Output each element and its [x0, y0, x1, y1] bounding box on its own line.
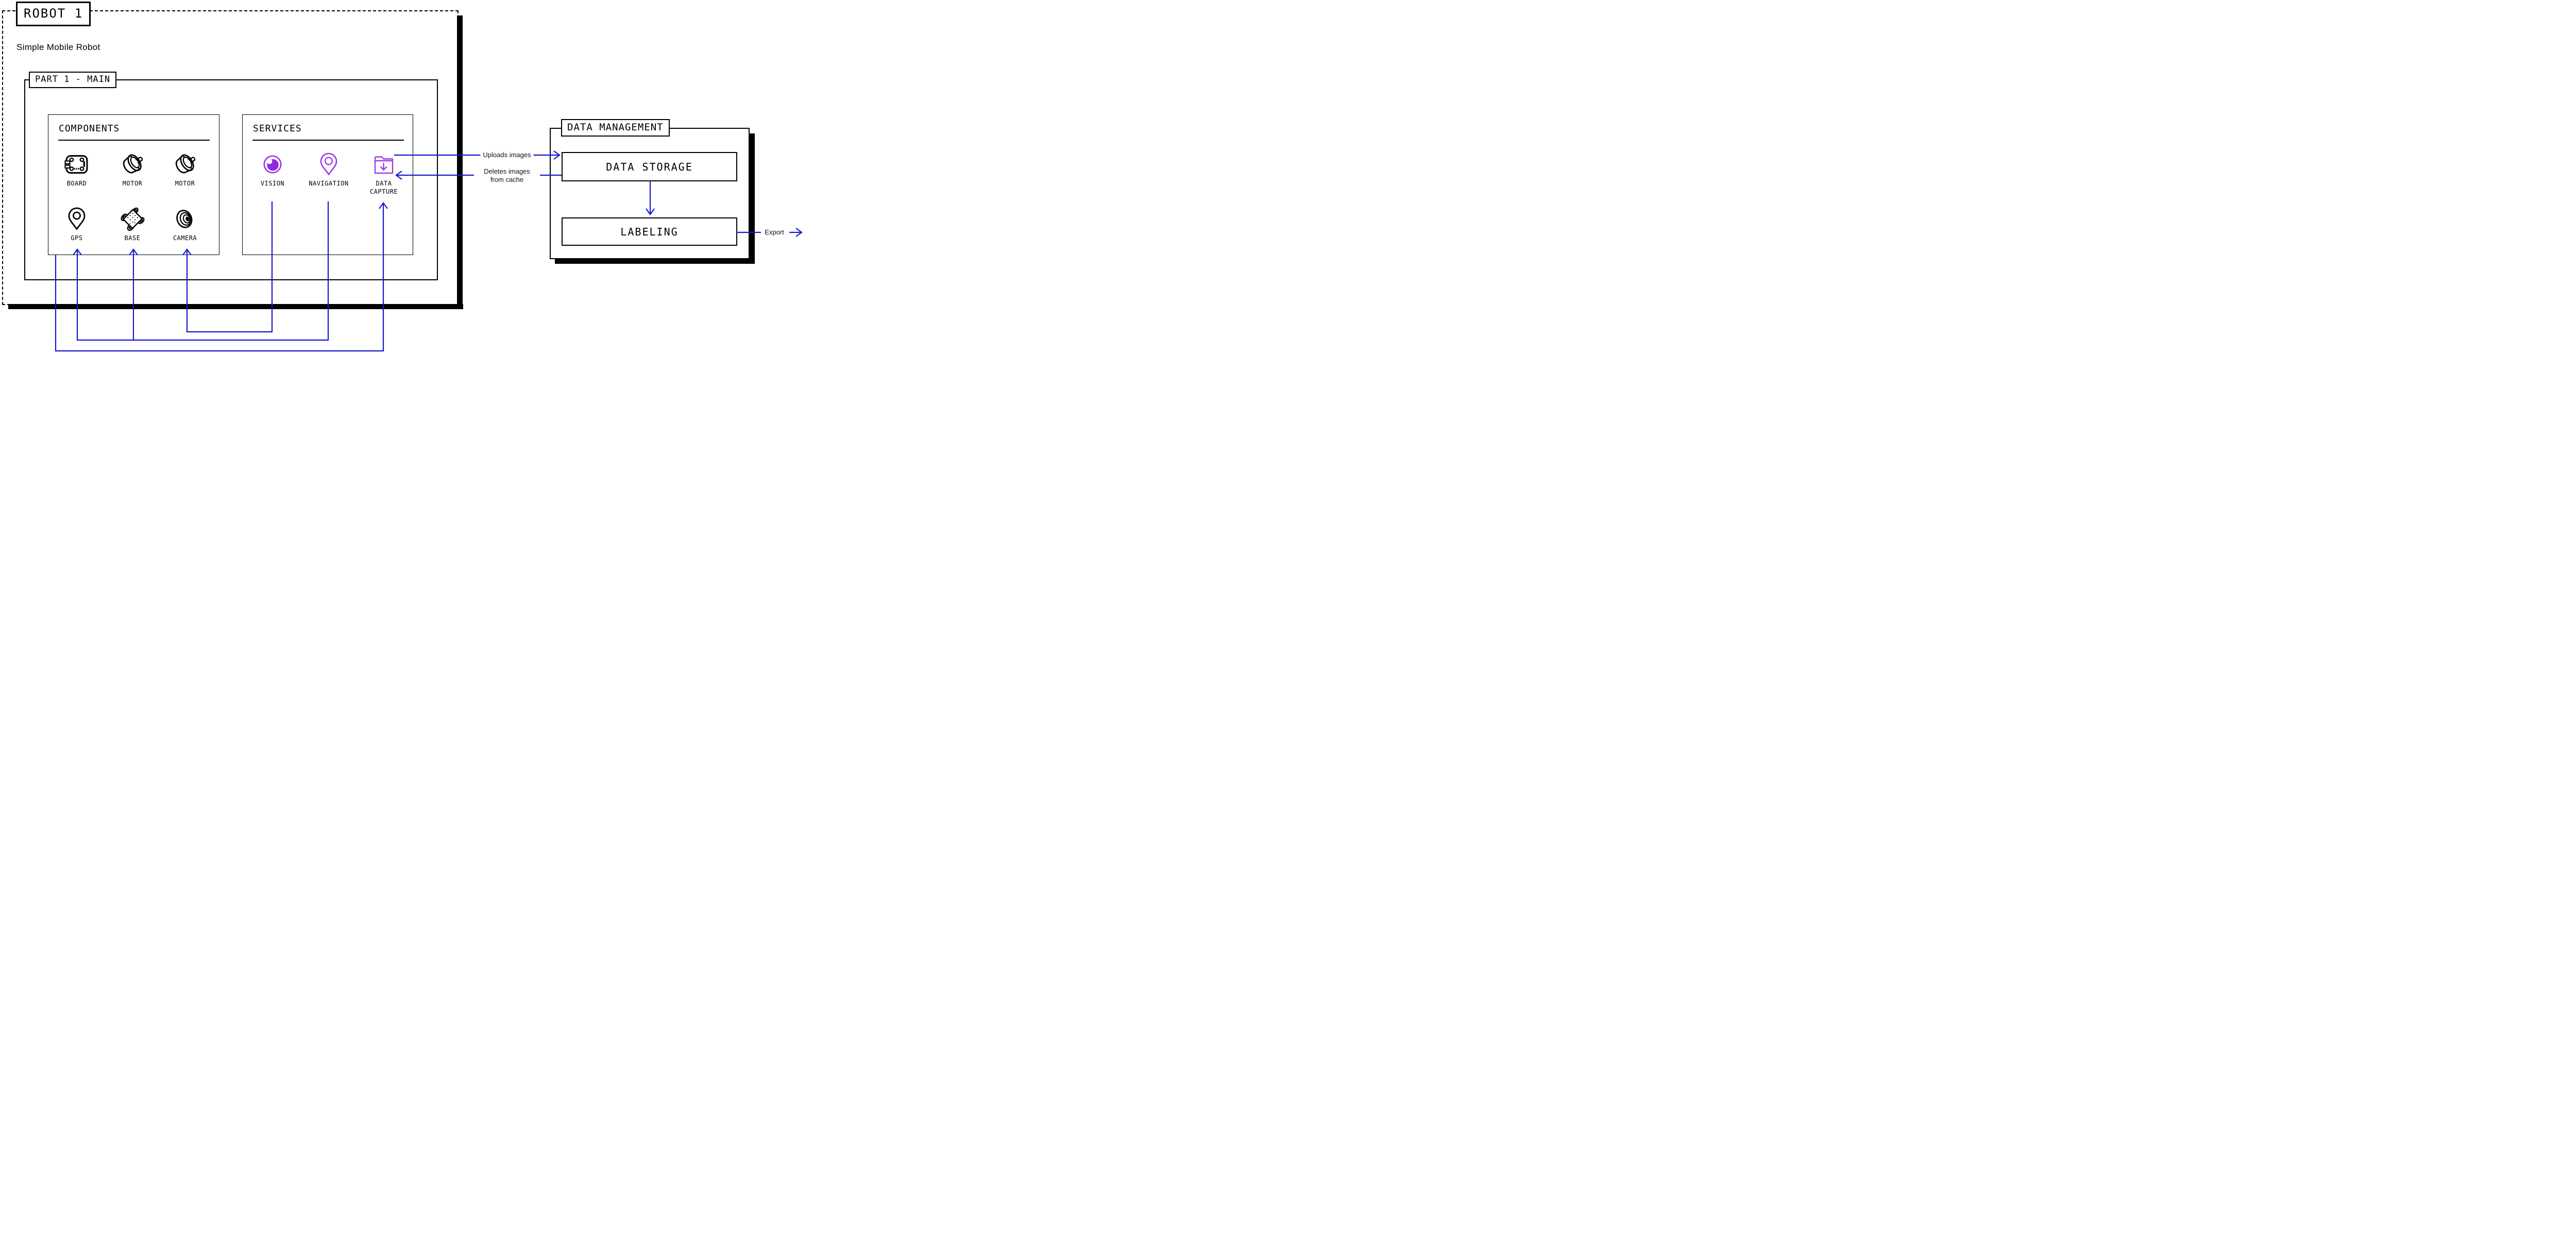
- deletes-label: Deletes images from cache: [474, 166, 540, 185]
- service-label: VISION: [260, 180, 285, 187]
- service-label: NAVIGATION: [309, 180, 349, 187]
- arrowhead-right-export: [795, 228, 803, 237]
- dm-shadow-right: [750, 133, 755, 264]
- motor-icon: [120, 151, 145, 178]
- board-icon: [64, 151, 89, 178]
- component-label: CAMERA: [173, 234, 197, 242]
- robot-subtitle: Simple Mobile Robot: [16, 42, 100, 52]
- component-base: BASE: [109, 206, 156, 243]
- service-data-capture: DATA CAPTURE: [359, 151, 409, 196]
- dm-shadow-bottom: [555, 259, 755, 264]
- service-navigation: NAVIGATION: [304, 151, 353, 188]
- labeling-node: LABELING: [562, 217, 737, 246]
- robot-shadow-bottom: [8, 304, 463, 309]
- component-camera: CAMERA: [162, 206, 208, 243]
- vision-eye-icon: [260, 151, 285, 178]
- robot-shadow-right: [457, 15, 463, 309]
- navigation-pin-icon: [317, 151, 340, 178]
- base-icon: [120, 206, 145, 232]
- component-board: BOARD: [54, 151, 100, 188]
- service-label: DATA CAPTURE: [369, 180, 398, 195]
- component-label: BOARD: [66, 180, 87, 187]
- diagram-canvas: ROBOT 1 Simple Mobile Robot PART 1 - MAI…: [0, 0, 808, 353]
- uploads-label: Uploads images: [480, 150, 534, 160]
- component-label: MOTOR: [122, 180, 143, 187]
- services-box: SERVICES VISION NAVIGATION: [242, 114, 413, 255]
- part1-title: PART 1 - MAIN: [35, 74, 111, 85]
- component-label: GPS: [71, 234, 83, 242]
- component-motor-left: MOTOR: [109, 151, 156, 188]
- service-vision: VISION: [248, 151, 297, 188]
- robot-title: ROBOT 1: [24, 6, 83, 21]
- components-box: COMPONENTS BOARD: [48, 114, 219, 255]
- data-capture-folder-icon: [372, 151, 395, 178]
- component-gps: GPS: [54, 206, 100, 243]
- component-label: MOTOR: [175, 180, 195, 187]
- part1-title-box: PART 1 - MAIN: [29, 72, 117, 88]
- robot-title-box: ROBOT 1: [16, 2, 91, 26]
- services-title-rule: [252, 140, 404, 141]
- gps-pin-icon: [65, 206, 88, 232]
- export-label: Export: [762, 227, 787, 238]
- data-management-title: DATA MANAGEMENT: [567, 122, 664, 133]
- labeling-label: LABELING: [620, 225, 679, 238]
- component-motor-right: MOTOR: [162, 151, 208, 188]
- camera-icon: [173, 206, 197, 232]
- services-title: SERVICES: [253, 123, 302, 134]
- data-storage-node: DATA STORAGE: [562, 152, 737, 181]
- component-label: BASE: [124, 234, 141, 242]
- data-storage-label: DATA STORAGE: [606, 160, 693, 173]
- components-title: COMPONENTS: [59, 123, 120, 134]
- components-title-rule: [58, 140, 210, 141]
- data-management-title-box: DATA MANAGEMENT: [561, 119, 670, 137]
- motor-icon: [172, 151, 198, 178]
